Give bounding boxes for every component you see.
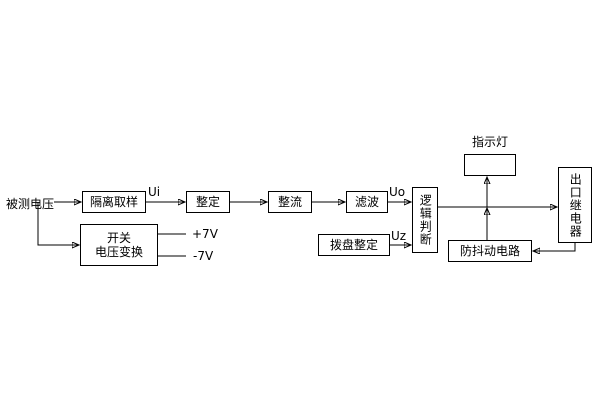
block-setting-label: 整定 [195,194,220,209]
block-debounce-circuit-label: 防抖动电路 [459,243,520,258]
block-filter: 滤波 [346,191,388,213]
source-voltage-label: 被测电压 [6,197,55,211]
block-debounce-circuit: 防抖动电路 [448,240,532,262]
block-output-relay: 出口继电器 [558,167,592,243]
block-switch-voltage-converter-label: 开关 电压变换 [95,231,143,260]
signal-label-uo: Uo [389,185,406,199]
signal-label-ui: Ui [148,185,161,199]
indicator-lamp-label: 指示灯 [471,135,508,149]
block-output-relay-label: 出口继电器 [568,172,583,238]
wire-relay-to-debounce [533,243,576,251]
switch-label-line2: 电压变换 [94,245,143,259]
block-indicator-lamp [464,154,516,176]
block-logic-judgment-label: 逻辑判断 [418,194,433,246]
block-setting: 整定 [186,191,230,213]
signal-label-uz: Uz [391,229,407,243]
signal-label-plus7v: +7V [192,227,218,241]
signal-label-minus7v: -7V [193,249,214,263]
block-rectifier: 整流 [268,191,312,213]
block-logic-judgment: 逻辑判断 [412,187,438,253]
block-isolation-sampling-label: 隔离取样 [89,194,138,209]
block-switch-voltage-converter: 开关 电压变换 [80,224,158,266]
block-isolation-sampling: 隔离取样 [82,191,146,213]
block-filter-label: 滤波 [354,194,379,209]
block-dial-setting: 拨盘整定 [318,234,390,256]
block-dial-setting-label: 拨盘整定 [329,237,378,252]
switch-label-line1: 开关 [106,230,131,245]
block-rectifier-label: 整流 [277,194,302,209]
